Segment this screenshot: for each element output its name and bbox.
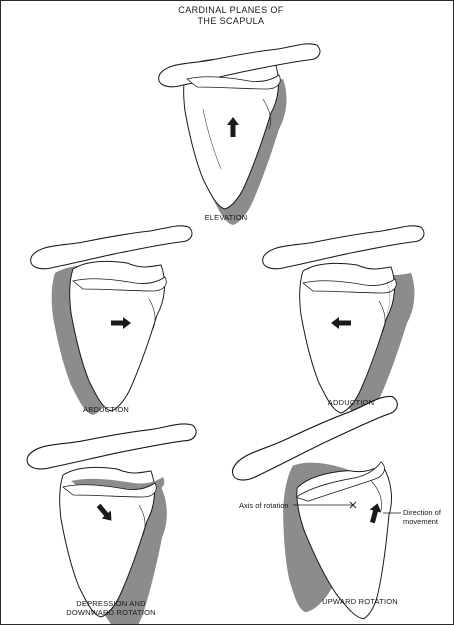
- title-line-2: THE SCAPULA: [197, 16, 265, 26]
- label-depression-line-1: DEPRESSION AND: [76, 599, 146, 608]
- label-axis-of-rotation: Axis of rotation: [239, 501, 289, 510]
- title-line-1: CARDINAL PLANES OF: [178, 5, 284, 15]
- label-elevation: ELEVATION: [204, 213, 248, 222]
- label-upward-rotation: UPWARD ROTATION: [322, 597, 398, 606]
- label-depression-line-2: DOWNWARD ROTATION: [66, 608, 156, 617]
- label-direction-line-2: movement: [403, 517, 439, 526]
- scapula-depression: [26, 423, 197, 624]
- scapula-upward-rotation: [223, 393, 417, 624]
- label-direction-of-movement: Direction of movement: [403, 508, 441, 526]
- label-depression: DEPRESSION AND DOWNWARD ROTATION: [51, 599, 171, 617]
- scapula-abduction: [30, 225, 193, 415]
- scapula-elevation: [158, 43, 321, 225]
- label-direction-line-1: Direction of: [403, 508, 441, 517]
- scapula-adduction: [262, 225, 425, 419]
- label-adduction: ADDUCTION: [327, 398, 375, 407]
- diagram-title: CARDINAL PLANES OF THE SCAPULA: [151, 5, 311, 27]
- label-abduction: ABDUCTION: [83, 405, 129, 414]
- axis-of-rotation-marker: [293, 501, 357, 509]
